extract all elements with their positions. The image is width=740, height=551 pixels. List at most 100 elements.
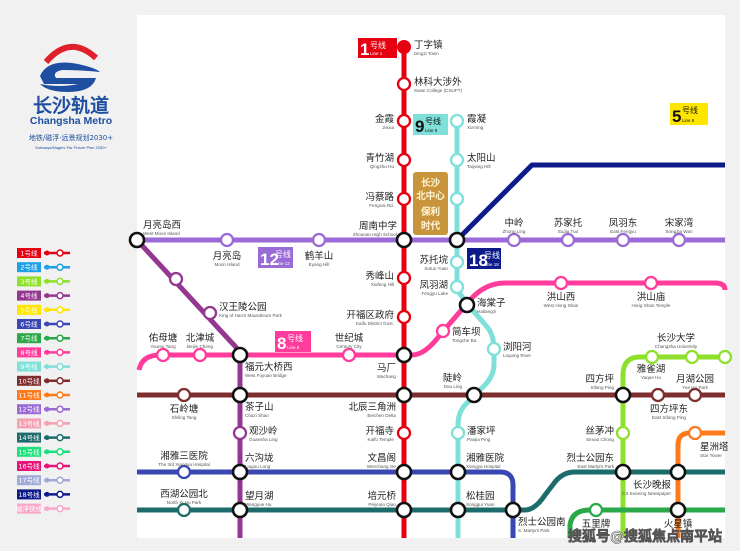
station-icon[interactable] [687, 387, 703, 403]
interchange-station-icon[interactable] [614, 386, 632, 404]
station-icon[interactable] [396, 425, 412, 441]
interchange-station-icon[interactable] [231, 501, 249, 519]
station-icon[interactable] [449, 191, 465, 207]
station-icon[interactable] [202, 305, 218, 321]
station-icon[interactable] [176, 464, 192, 480]
station-icon[interactable] [168, 271, 184, 287]
station-icon[interactable] [615, 425, 631, 441]
station-icon[interactable] [396, 270, 412, 286]
station-icon[interactable] [486, 341, 502, 357]
station-icon[interactable] [450, 425, 466, 441]
station-unnamed-u2[interactable] [448, 231, 466, 249]
interchange-station-icon[interactable] [395, 386, 413, 404]
station-icon[interactable] [232, 425, 248, 441]
station-icon[interactable] [396, 152, 412, 168]
station-unnamed-u1[interactable] [449, 191, 465, 207]
interchange-station-icon[interactable] [669, 501, 687, 519]
station-icon[interactable] [449, 152, 465, 168]
station-icon[interactable] [643, 275, 659, 291]
station-icon[interactable] [449, 113, 465, 129]
station-icon[interactable] [155, 347, 171, 363]
station-icon[interactable] [192, 347, 208, 363]
station-icon[interactable] [671, 232, 687, 248]
station-icon[interactable] [449, 254, 465, 270]
interchange-station-icon[interactable] [395, 463, 413, 481]
station-icon[interactable] [396, 309, 412, 325]
interchange-station-icon[interactable] [614, 463, 632, 481]
station-icon[interactable] [560, 232, 576, 248]
station-icon[interactable] [219, 232, 235, 248]
interchange-station-icon[interactable] [231, 386, 249, 404]
station-unnamed-u3[interactable] [168, 271, 184, 287]
station-icon[interactable] [341, 347, 357, 363]
station-unnamed-u4[interactable] [717, 349, 733, 365]
terminal-station-icon[interactable] [397, 40, 411, 54]
interchange-station-icon[interactable] [231, 346, 249, 364]
station-icon[interactable] [396, 191, 412, 207]
station-icon[interactable] [588, 502, 604, 518]
interchange-station-icon[interactable] [449, 501, 467, 519]
station-icon[interactable] [176, 502, 192, 518]
station-icon[interactable] [435, 323, 451, 339]
station-icon[interactable] [687, 425, 703, 441]
station-icon[interactable] [396, 76, 412, 92]
station-icon[interactable] [684, 349, 700, 365]
station-icon[interactable] [176, 387, 192, 403]
interchange-station-icon[interactable] [395, 231, 413, 249]
station-icon[interactable] [396, 113, 412, 129]
interchange-station-icon[interactable] [458, 296, 476, 314]
station-icon[interactable] [449, 279, 465, 295]
interchange-station-icon[interactable] [669, 463, 687, 481]
station-icon[interactable] [650, 387, 666, 403]
interchange-station-icon[interactable] [449, 463, 467, 481]
interchange-station-icon[interactable] [465, 386, 483, 404]
